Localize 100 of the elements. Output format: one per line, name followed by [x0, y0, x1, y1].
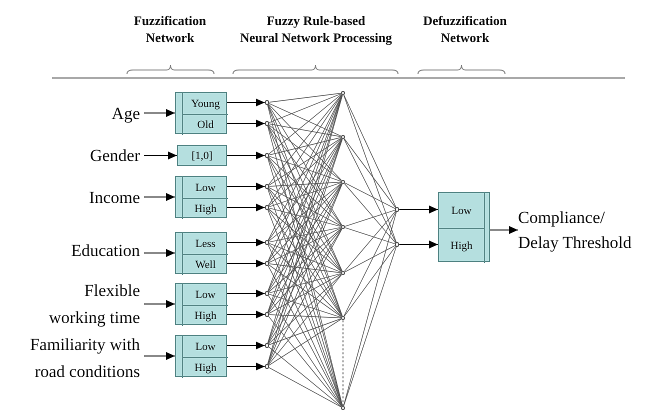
- connection-line: [268, 318, 342, 346]
- connection-line: [268, 228, 342, 292]
- arrow: [226, 204, 266, 212]
- connection-line: [268, 156, 342, 182]
- connection-line: [268, 182, 342, 187]
- input-label: Familiarity with road conditions: [10, 331, 144, 385]
- connection-line: [268, 94, 342, 206]
- connection-line: [343, 94, 397, 243]
- arrow: [226, 310, 266, 318]
- connection-line: [344, 245, 396, 272]
- input-label: Gender: [20, 145, 144, 165]
- membership-label: Less: [182, 233, 228, 254]
- membership-label: Young: [182, 93, 228, 114]
- connection-line: [268, 242, 342, 273]
- connection-line: [268, 187, 342, 226]
- connection-line: [344, 94, 396, 208]
- connection-line: [268, 227, 342, 242]
- arrow: [226, 182, 266, 190]
- connection-line: [268, 183, 342, 242]
- connection-line: [344, 138, 396, 243]
- connection-line: [268, 124, 342, 137]
- connection-line: [268, 138, 342, 186]
- arrow: [226, 290, 266, 298]
- membership-label: High: [182, 305, 228, 326]
- connection-line: [268, 208, 342, 317]
- arrow: [226, 152, 266, 160]
- neuron-node: [340, 270, 346, 276]
- connection-line: [268, 104, 342, 226]
- arrow: [226, 120, 266, 128]
- connection-line: [268, 264, 342, 318]
- connection-line: [268, 273, 342, 294]
- connection-line: [268, 183, 342, 262]
- section-heading: Defuzzification Network: [422, 12, 508, 46]
- connection-line: [268, 314, 342, 318]
- arrow: [398, 240, 438, 248]
- neuron-node: [264, 261, 270, 266]
- input-label: Education: [20, 240, 144, 260]
- connection-line: [268, 138, 342, 242]
- membership-box: [175, 283, 227, 325]
- membership-label: Low: [182, 336, 228, 357]
- connection-line: [268, 228, 342, 314]
- connection-line: [343, 211, 397, 406]
- connection-line: [344, 210, 396, 227]
- connection-line: [268, 188, 342, 272]
- connection-line: [268, 124, 342, 181]
- connection-line: [268, 274, 342, 366]
- arrow: [144, 152, 178, 160]
- connection-line: [268, 93, 342, 124]
- connection-line: [268, 156, 342, 226]
- connection-line: [268, 274, 342, 344]
- connection-line: [344, 138, 396, 208]
- neuron-node: [264, 153, 270, 158]
- membership-box: [175, 176, 227, 218]
- neuron-node: [264, 184, 270, 189]
- connection-line: [268, 157, 342, 272]
- connection-line: [268, 183, 342, 292]
- neuron-node: [264, 205, 270, 210]
- membership-box: [175, 335, 227, 377]
- dotted-line: [342, 320, 344, 406]
- neuron-node: [264, 312, 270, 317]
- neuron-node: [340, 316, 346, 320]
- connection-line: [268, 94, 342, 186]
- connection-line: [268, 346, 342, 407]
- connection-line: [268, 208, 342, 272]
- connection-line: [344, 211, 396, 316]
- neuron-node: [340, 224, 346, 230]
- membership-label: High: [182, 357, 228, 378]
- connection-line: [268, 228, 342, 365]
- membership-box: [175, 232, 227, 274]
- section-heading: Fuzzification Network: [132, 12, 208, 46]
- neuron-node: [264, 343, 270, 348]
- membership-label: High: [182, 198, 228, 219]
- connection-line: [268, 228, 342, 263]
- connection-line: [268, 103, 342, 136]
- arrow: [144, 352, 176, 360]
- connection-line: [268, 137, 342, 156]
- connection-line: [344, 210, 396, 272]
- connection-line: [268, 367, 342, 408]
- connection-line: [268, 182, 342, 208]
- neuron-node: [264, 291, 270, 296]
- connection-line: [268, 244, 342, 317]
- connection-line: [268, 104, 342, 181]
- connection-line: [268, 294, 342, 318]
- arrow: [144, 249, 176, 257]
- neuron-node: [394, 242, 400, 247]
- arrow: [144, 109, 176, 117]
- membership-label: Low: [182, 284, 228, 305]
- arrow: [226, 238, 266, 246]
- neuron-node: [340, 180, 346, 184]
- arrow: [226, 342, 266, 350]
- value-box: [1,0]: [177, 145, 227, 166]
- membership-label: Low: [439, 193, 485, 228]
- connection-line: [343, 246, 397, 406]
- neuron-node: [340, 134, 346, 140]
- section-heading: Fuzzy Rule-based Neural Network Processing: [238, 12, 394, 46]
- neuron-node: [394, 207, 400, 212]
- connection-line: [268, 92, 342, 103]
- membership-label: Old: [182, 114, 228, 135]
- connection-line: [268, 138, 342, 206]
- connection-line: [268, 94, 342, 154]
